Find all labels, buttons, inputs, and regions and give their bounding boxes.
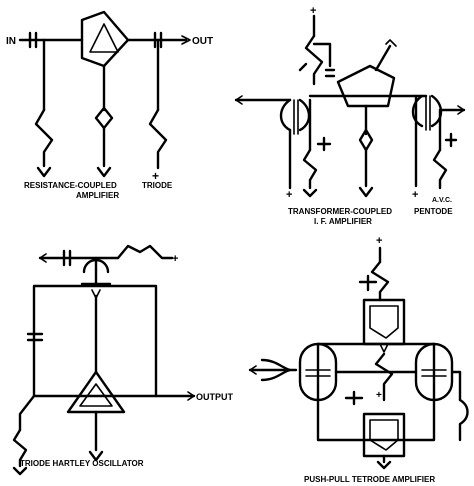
upper-tetrode-arrow [379, 343, 389, 353]
left-capacitor-symbol [26, 332, 44, 342]
cathode-ground-stub [88, 450, 104, 462]
grid-ground-stub [36, 166, 52, 178]
pushpull-caption: PUSH-PULL TETRODE AMPLIFIER [304, 475, 435, 484]
transformer-caption-line1: TRANSFORMER-COUPLED [288, 207, 392, 216]
left-tube-envelope [298, 342, 338, 402]
transformer-caption-line2: I. F. AMPLIFIER [314, 217, 372, 226]
amplifier-triangle-symbol [80, 10, 130, 68]
top-coil-link [312, 42, 332, 68]
resistance-caption-line2: AMPLIFIER [76, 191, 119, 200]
antenna-lead [374, 44, 392, 72]
top-plus-label: + [310, 5, 316, 17]
middle-bypass-capacitor [344, 390, 364, 406]
left-bottom-zigzag [12, 428, 28, 468]
input-arrow [235, 95, 243, 105]
right-output-zigzag [432, 148, 448, 190]
top-bypass-capacitor [358, 274, 378, 292]
in-label: IN [6, 36, 16, 47]
left-input-arrow [249, 365, 257, 375]
cathode-bias-symbol [94, 106, 114, 130]
right-output-coil [458, 398, 469, 442]
pushpull-middle-plus-label: + [376, 390, 382, 401]
right-transformer-primary [411, 94, 424, 128]
output-label: OUTPUT [196, 392, 234, 402]
plate-resistor-zigzag [148, 108, 168, 170]
output-arrow [181, 35, 191, 45]
output-capacitor-symbol [153, 31, 163, 49]
top-coil-zigzag [304, 34, 324, 86]
right-transformer-core [425, 95, 431, 131]
push-pull-tetrode-amplifier-panel: + + PUSH-PULL TETRODE AMPLIFIER [248, 235, 469, 484]
middle-supply-zigzag [374, 352, 394, 402]
resistance-coupled-amplifier-panel: IN OUT + RESISTANCE-COUPLED TRIODE AMPLI… [6, 10, 213, 200]
top-capacitor-symbol [62, 249, 72, 267]
right-bypass-capacitor [444, 132, 458, 148]
lower-tetrode-box [362, 412, 406, 458]
amplifier-inner-triangle [89, 23, 119, 53]
output-arrow [187, 391, 195, 401]
cathode-ground-stub [96, 166, 112, 178]
left-plus-label: + [286, 189, 292, 201]
pentode-tube-symbol [336, 64, 396, 108]
input-resistor-zigzag [34, 108, 54, 168]
hartley-caption: TRIODE HARTLEY OSCILLATOR [20, 459, 144, 468]
avc-label: A.V.C. [432, 197, 452, 204]
right-output-lead [450, 370, 462, 402]
b-plus-label: + [152, 169, 159, 183]
left-bottom-lead [18, 394, 36, 432]
lower-ground-stub [376, 460, 392, 470]
oscillator-inner-triangle [79, 383, 113, 407]
out-label: OUT [192, 36, 213, 47]
antenna-symbol [385, 39, 397, 47]
right-plus-label: + [412, 189, 418, 201]
transformer-coupled-if-amplifier-panel: + + + A.V.C. TRANSF [234, 5, 466, 226]
resistance-caption-line1: RESISTANCE-COUPLED [24, 181, 117, 190]
left-secondary-zigzag [302, 148, 318, 190]
upper-tetrode-inner [369, 305, 399, 339]
lower-tetrode-inner [369, 419, 399, 451]
triode-caption: TRIODE [142, 181, 173, 190]
right-tube-envelope [414, 342, 454, 402]
center-bias-symbol [358, 128, 374, 152]
left-transformer-primary [279, 98, 292, 132]
left-bypass-capacitor [316, 136, 332, 152]
left-ground-stub [12, 466, 28, 476]
left-transformer-core [293, 99, 299, 135]
top-supply-zigzag [370, 260, 390, 302]
top-coil-zigzag [116, 244, 174, 260]
left-input-transformer [260, 358, 292, 382]
left-ground-stub [302, 188, 318, 198]
pushpull-top-plus-label: + [376, 235, 382, 247]
input-capacitor-symbol [28, 31, 38, 49]
oscillator-plus-label: + [172, 253, 178, 265]
center-ground-stub [358, 186, 374, 198]
top-coil-tap [298, 62, 308, 72]
triode-hartley-oscillator-panel: + OUTPUT TRIODE HARTLEY OSCILLATOR [12, 244, 234, 476]
pentode-caption: PENTODE [414, 207, 453, 216]
left-transformer-secondary [298, 98, 311, 132]
top-bypass-capacitor [324, 68, 336, 78]
frame-left-line [316, 342, 436, 442]
right-output-arrow [457, 105, 465, 115]
top-feedback-arrow [39, 253, 47, 263]
